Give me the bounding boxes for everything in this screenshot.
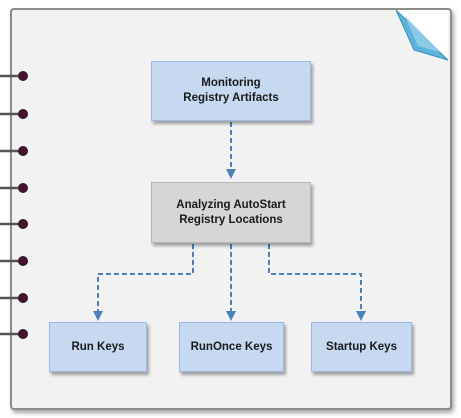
node-label: Monitoring Registry Artifacts: [183, 77, 279, 104]
node-run-keys: Run Keys: [49, 322, 147, 372]
binding-ring: [0, 293, 28, 303]
node-startup-keys: Startup Keys: [311, 322, 412, 372]
binding-ring: [0, 329, 28, 339]
binding-ring: [0, 146, 28, 156]
node-monitoring-registry-artifacts: Monitoring Registry Artifacts: [151, 61, 311, 121]
node-label: Startup Keys: [326, 340, 397, 353]
node-label: Run Keys: [71, 340, 125, 353]
binding-ring: [0, 256, 28, 266]
binding-ring: [0, 183, 28, 193]
node-runonce-keys: RunOnce Keys: [179, 322, 284, 372]
binding-ring: [0, 71, 28, 81]
binding-ring: [0, 109, 28, 119]
node-label: RunOnce Keys: [190, 340, 273, 353]
node-label: Analyzing AutoStart Registry Locations: [176, 198, 286, 226]
binding-ring: [0, 219, 28, 229]
edge-analyzing-startup-keys: [268, 244, 366, 321]
node-analyzing-autostart-locations: Analyzing AutoStart Registry Locations: [151, 182, 311, 243]
edge-analyzing-run-keys: [93, 244, 194, 321]
